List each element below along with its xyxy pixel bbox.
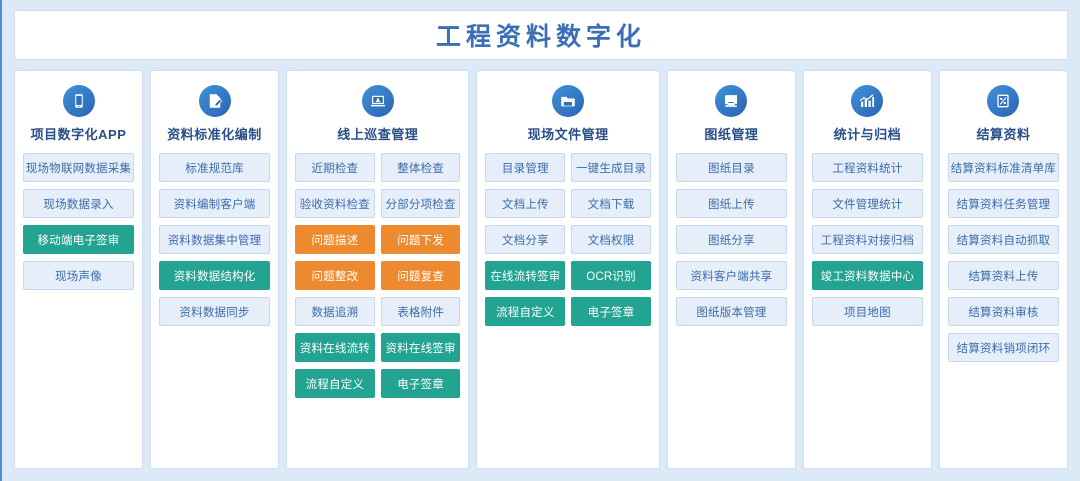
module-item-list: 工程资料统计文件管理统计工程资料对接归档竣工资料数据中心项目地图 [811,153,923,326]
module-card: 结算资料结算资料标准清单库结算资料任务管理结算资料自动抓取结算资料上传结算资料审… [938,70,1068,469]
module-card-title: 图纸管理 [704,127,759,142]
percent-calculator-icon [987,85,1020,117]
page-title: 工程资料数字化 [435,23,646,51]
module-item-button[interactable]: 流程自定义 [485,297,566,326]
module-item-button[interactable]: 竣工资料数据中心 [811,261,923,290]
module-item-button[interactable]: 在线流转签审 [485,261,566,290]
module-item-button[interactable]: 图纸版本管理 [675,297,787,326]
module-card: 图纸管理图纸目录图纸上传图纸分享资料客户端共享图纸版本管理 [666,70,796,469]
module-item-button[interactable]: 资料数据集中管理 [159,225,271,254]
module-item-button[interactable]: 文件管理统计 [811,189,923,218]
module-card-title: 线上巡查管理 [337,127,419,142]
module-card: 统计与归档工程资料统计文件管理统计工程资料对接归档竣工资料数据中心项目地图 [802,70,932,469]
module-card-title: 结算资料 [976,127,1031,142]
module-card-title: 统计与归档 [833,127,902,142]
module-item-button[interactable]: 结算资料任务管理 [947,189,1059,218]
module-item-button[interactable]: 资料在线流转 [295,333,375,362]
module-item-button[interactable]: 移动端电子签审 [23,225,135,254]
module-card: 项目数字化APP 现场物联网数据采集现场数据录入移动端电子签审现场声像 [14,70,144,469]
module-item-button[interactable]: 图纸上传 [675,189,787,218]
module-item-button[interactable]: 数据追溯 [295,297,375,326]
module-item-button[interactable]: 结算资料销项闭环 [947,333,1059,362]
module-item-button[interactable]: 文档上传 [485,189,566,218]
module-card: 线上巡查管理近期检查整体检查验收资料检查分部分项检查问题描述问题下发问题整改问题… [286,70,470,469]
module-item-button[interactable]: 结算资料标准清单库 [947,153,1059,182]
module-card-title: 资料标准化编制 [167,127,262,142]
module-card-title: 项目数字化APP [30,127,127,142]
module-item-button[interactable]: 标准规范库 [159,153,271,182]
module-item-button[interactable]: 表格附件 [380,297,461,326]
module-item-button[interactable]: 现场声像 [23,261,135,290]
module-card-title: 现场文件管理 [527,127,609,142]
module-item-button[interactable]: 问题下发 [380,225,461,254]
module-item-button[interactable]: 文档权限 [571,225,651,254]
module-item-list: 现场物联网数据采集现场数据录入移动端电子签审现场声像 [23,153,135,290]
module-item-button[interactable]: 问题整改 [295,261,375,290]
module-item-button[interactable]: 电子签章 [380,369,461,398]
module-item-button[interactable]: 目录管理 [485,153,566,182]
module-item-button[interactable]: 文档下载 [571,189,651,218]
module-item-button[interactable]: 资料数据同步 [159,297,271,326]
module-item-button[interactable]: 近期检查 [295,153,375,182]
module-item-list: 标准规范库资料编制客户端资料数据集中管理资料数据结构化资料数据同步 [159,153,271,326]
module-item-button[interactable]: 电子签章 [571,297,651,326]
module-item-button[interactable]: 项目地图 [811,297,923,326]
module-item-button[interactable]: 结算资料上传 [947,261,1059,290]
module-item-button[interactable]: 分部分项检查 [380,189,461,218]
module-item-button[interactable]: 资料在线签审 [380,333,461,362]
document-edit-icon [198,85,231,117]
module-item-button[interactable]: 图纸分享 [675,225,787,254]
module-item-button[interactable]: 资料数据结构化 [159,261,271,290]
laptop-monitor-icon [361,85,394,117]
module-card: 资料标准化编制标准规范库资料编制客户端资料数据集中管理资料数据结构化资料数据同步 [150,70,280,469]
module-item-button[interactable]: 文档分享 [485,225,566,254]
module-item-button[interactable]: OCR识别 [571,261,651,290]
module-item-button[interactable]: 资料客户端共享 [675,261,787,290]
module-item-button[interactable]: 资料编制客户端 [159,189,271,218]
module-item-list: 近期检查整体检查验收资料检查分部分项检查问题描述问题下发问题整改问题复查数据追溯… [295,153,461,398]
bar-chart-icon [851,85,884,117]
module-item-button[interactable]: 验收资料检查 [295,189,375,218]
module-item-button[interactable]: 一键生成目录 [571,153,651,182]
module-item-button[interactable]: 结算资料审核 [947,297,1059,326]
module-item-button[interactable]: 问题描述 [295,225,375,254]
module-item-list: 图纸目录图纸上传图纸分享资料客户端共享图纸版本管理 [675,153,787,326]
module-item-button[interactable]: 整体检查 [380,153,461,182]
module-item-button[interactable]: 现场数据录入 [23,189,135,218]
module-item-button[interactable]: 图纸目录 [675,153,787,182]
folder-icon [552,85,585,117]
module-item-button[interactable]: 现场物联网数据采集 [23,153,135,182]
module-item-button[interactable]: 工程资料统计 [811,153,923,182]
module-item-button[interactable]: 问题复查 [380,261,461,290]
module-item-button[interactable]: 结算资料自动抓取 [947,225,1059,254]
module-item-list: 结算资料标准清单库结算资料任务管理结算资料自动抓取结算资料上传结算资料审核结算资… [947,153,1059,362]
module-item-button[interactable]: 流程自定义 [295,369,375,398]
module-item-button[interactable]: 工程资料对接归档 [811,225,923,254]
page-title-bar: 工程资料数字化 [14,10,1068,60]
mobile-phone-icon [62,85,95,117]
blueprint-icon [715,85,748,117]
